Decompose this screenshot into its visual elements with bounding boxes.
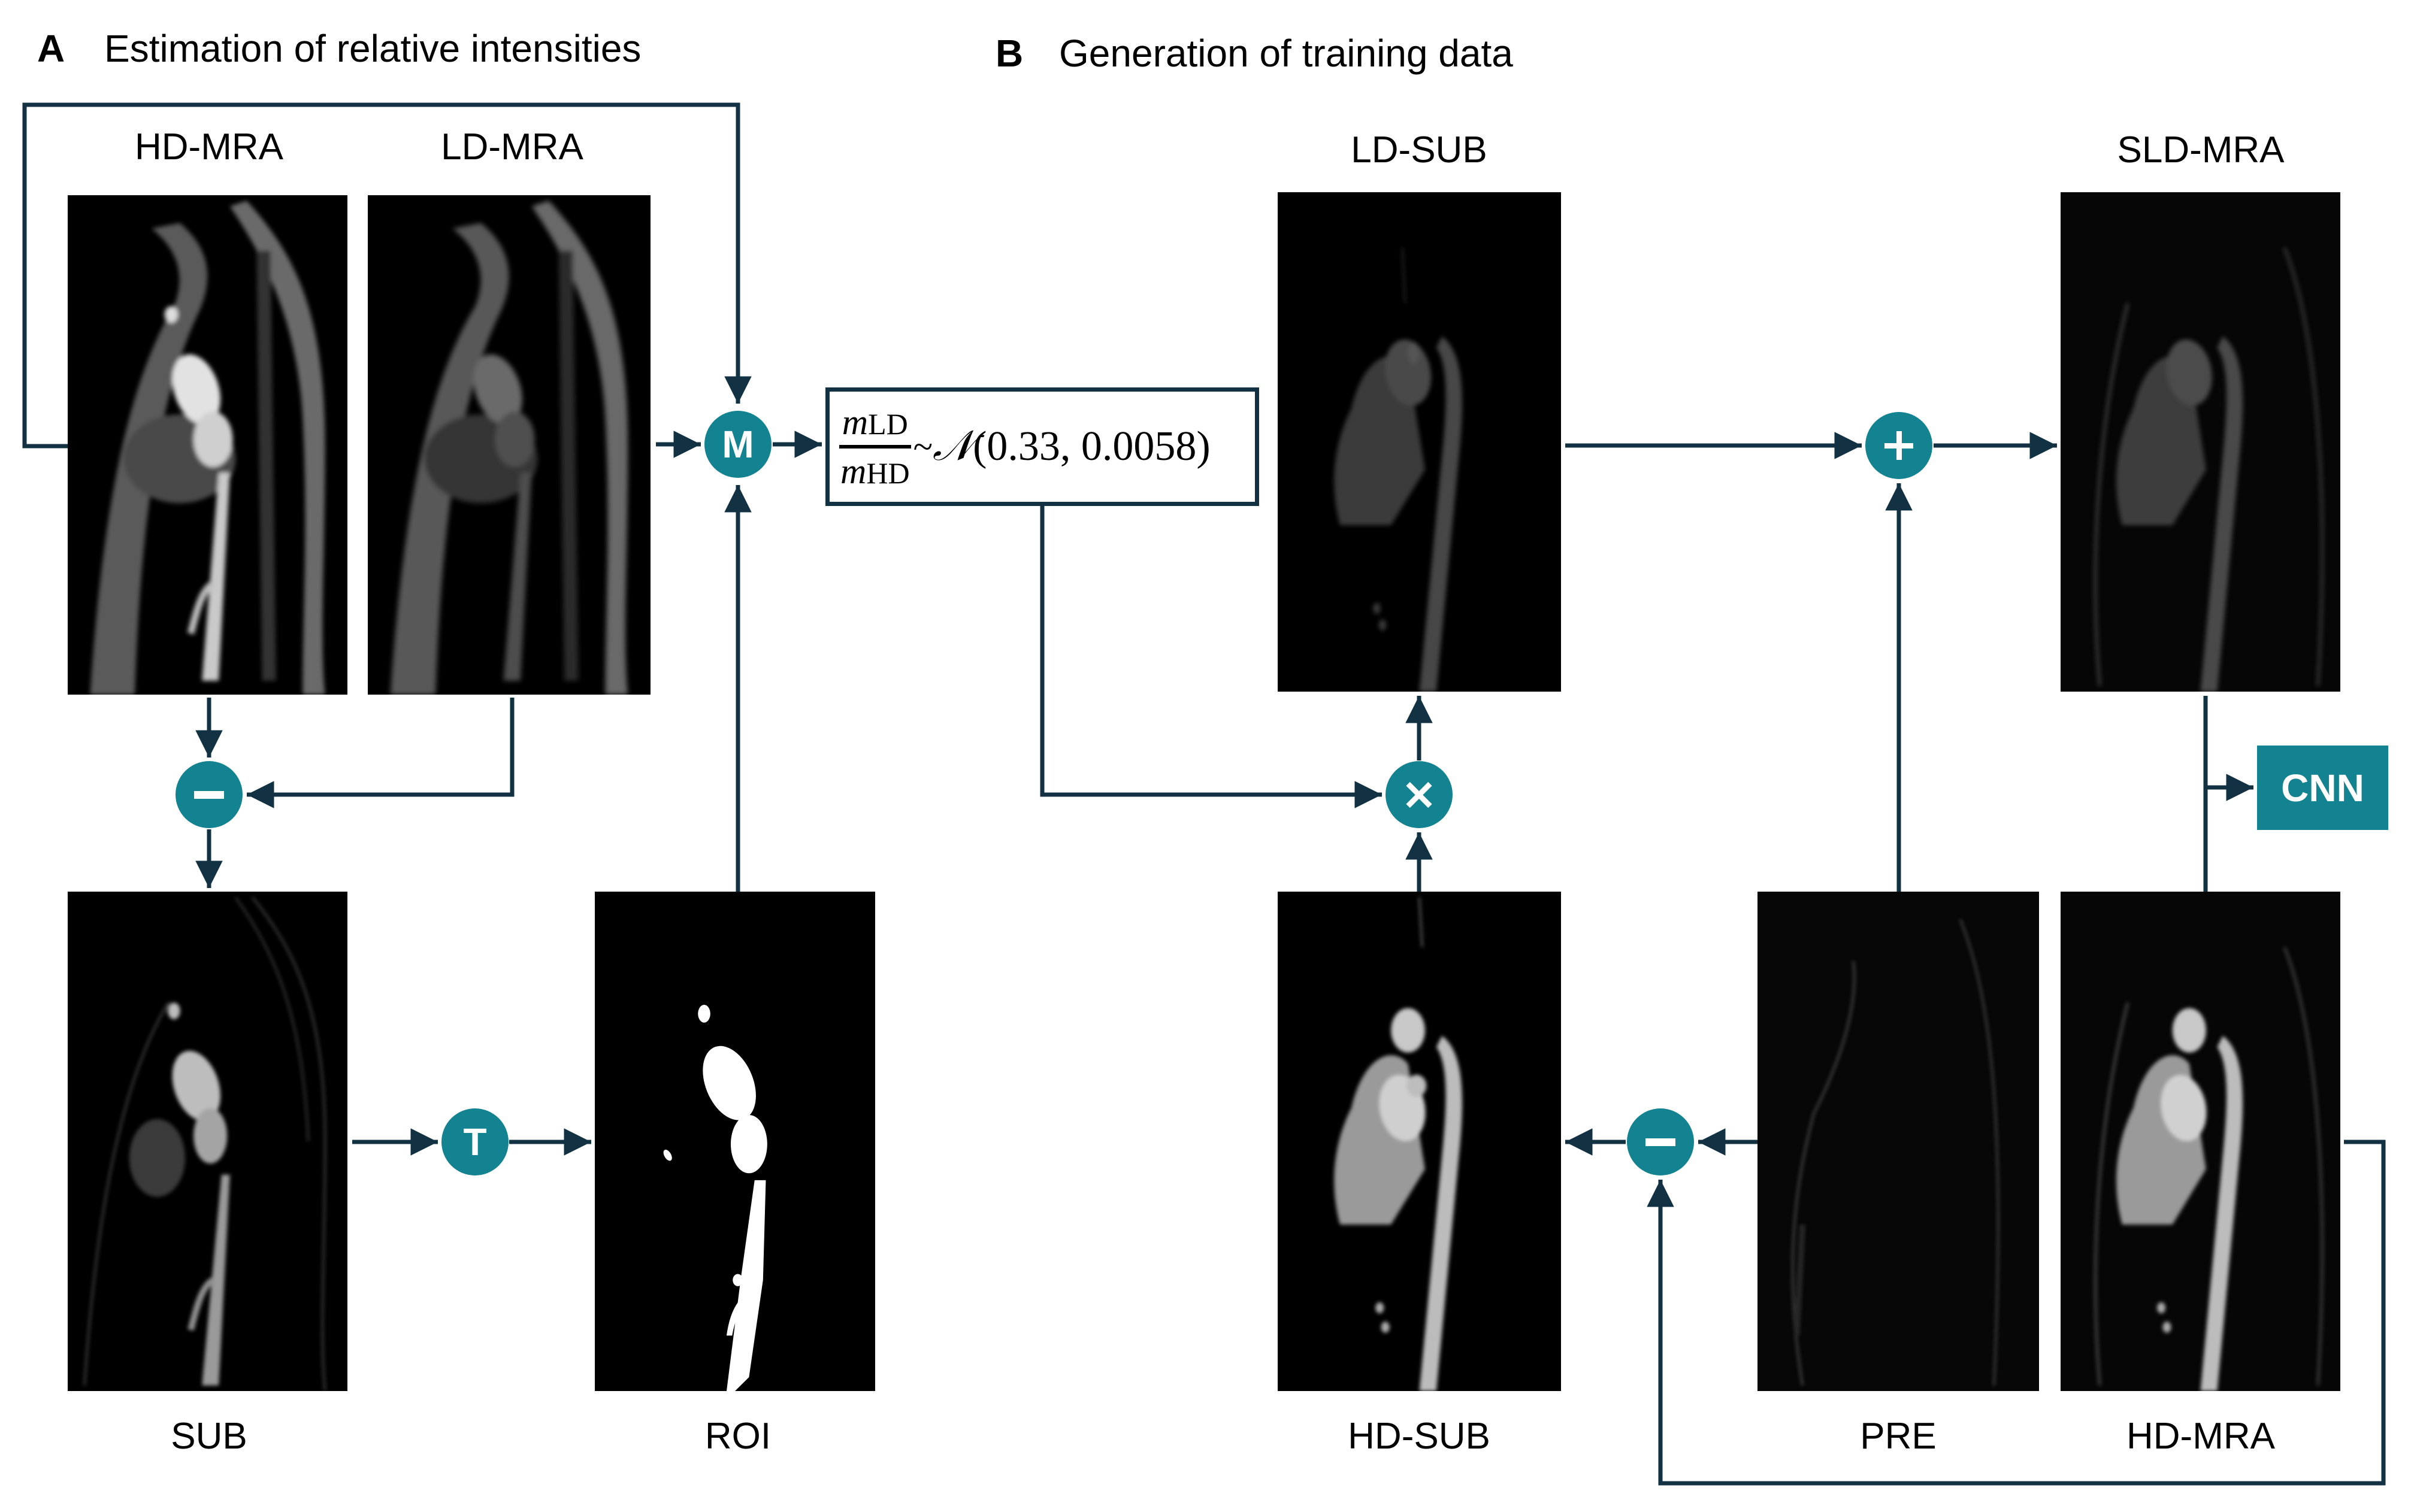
panel-b-letter: B	[996, 32, 1024, 75]
image-hd-sub	[1278, 892, 1561, 1391]
cnn-label: CNN	[2281, 766, 2364, 810]
image-ld-sub	[1278, 192, 1561, 692]
wire-ld-mra-to-subtract	[247, 698, 515, 808]
formula-tilde: ~	[913, 426, 933, 466]
subtract-operator-b	[1627, 1108, 1694, 1175]
formula-fraction: mLD mHD	[839, 404, 911, 489]
image-sub	[68, 892, 347, 1391]
panel-b-title: Generation of training data	[1059, 32, 1513, 75]
formula-denominator: mHD	[840, 452, 910, 491]
subtract-operator-a	[176, 761, 243, 828]
cnn-block: CNN	[2257, 746, 2388, 830]
formula-numerator: mLD	[842, 402, 908, 442]
mean-glyph: M	[722, 423, 754, 466]
label-hd-mra-a: HD-MRA	[135, 126, 283, 168]
minus-icon	[194, 790, 224, 799]
wire-formula-to-multiply	[1040, 506, 1382, 808]
label-roi: ROI	[704, 1416, 772, 1457]
image-hd-mra-b	[2061, 892, 2340, 1391]
label-hd-mra-b: HD-MRA	[2126, 1416, 2275, 1457]
image-roi	[595, 892, 875, 1391]
image-pre	[1757, 892, 2039, 1391]
image-ld-mra	[368, 195, 651, 695]
label-sub: SUB	[171, 1416, 247, 1457]
formula-params: (0.33, 0.0058)	[973, 423, 1211, 469]
add-operator	[1865, 412, 1932, 479]
mean-operator: M	[704, 411, 772, 478]
label-ld-sub: LD-SUB	[1351, 129, 1487, 171]
panel-a-letter: A	[37, 27, 65, 70]
label-pre: PRE	[1860, 1416, 1937, 1457]
fraction-bar	[839, 445, 911, 449]
multiply-operator	[1386, 761, 1453, 828]
label-sld-mra: SLD-MRA	[2117, 129, 2285, 171]
threshold-operator: T	[441, 1108, 509, 1175]
label-ld-mra: LD-MRA	[441, 126, 583, 168]
threshold-glyph: T	[463, 1120, 487, 1163]
wire-hd-mra-to-subtract-b	[1647, 1140, 2386, 1486]
image-sld-mra	[2061, 192, 2340, 692]
intensity-ratio-formula: mLD mHD ~ 𝒩 (0.33, 0.0058)	[825, 387, 1259, 506]
plus-icon-v	[1896, 431, 1902, 460]
wire-hd-mra-to-mean	[22, 102, 752, 449]
panel-a-title: Estimation of relative intensities	[104, 27, 642, 70]
formula-normal-symbol: 𝒩	[933, 423, 973, 469]
minus-icon	[1645, 1138, 1675, 1146]
label-hd-sub: HD-SUB	[1348, 1416, 1490, 1457]
image-hd-mra-a	[68, 195, 347, 695]
